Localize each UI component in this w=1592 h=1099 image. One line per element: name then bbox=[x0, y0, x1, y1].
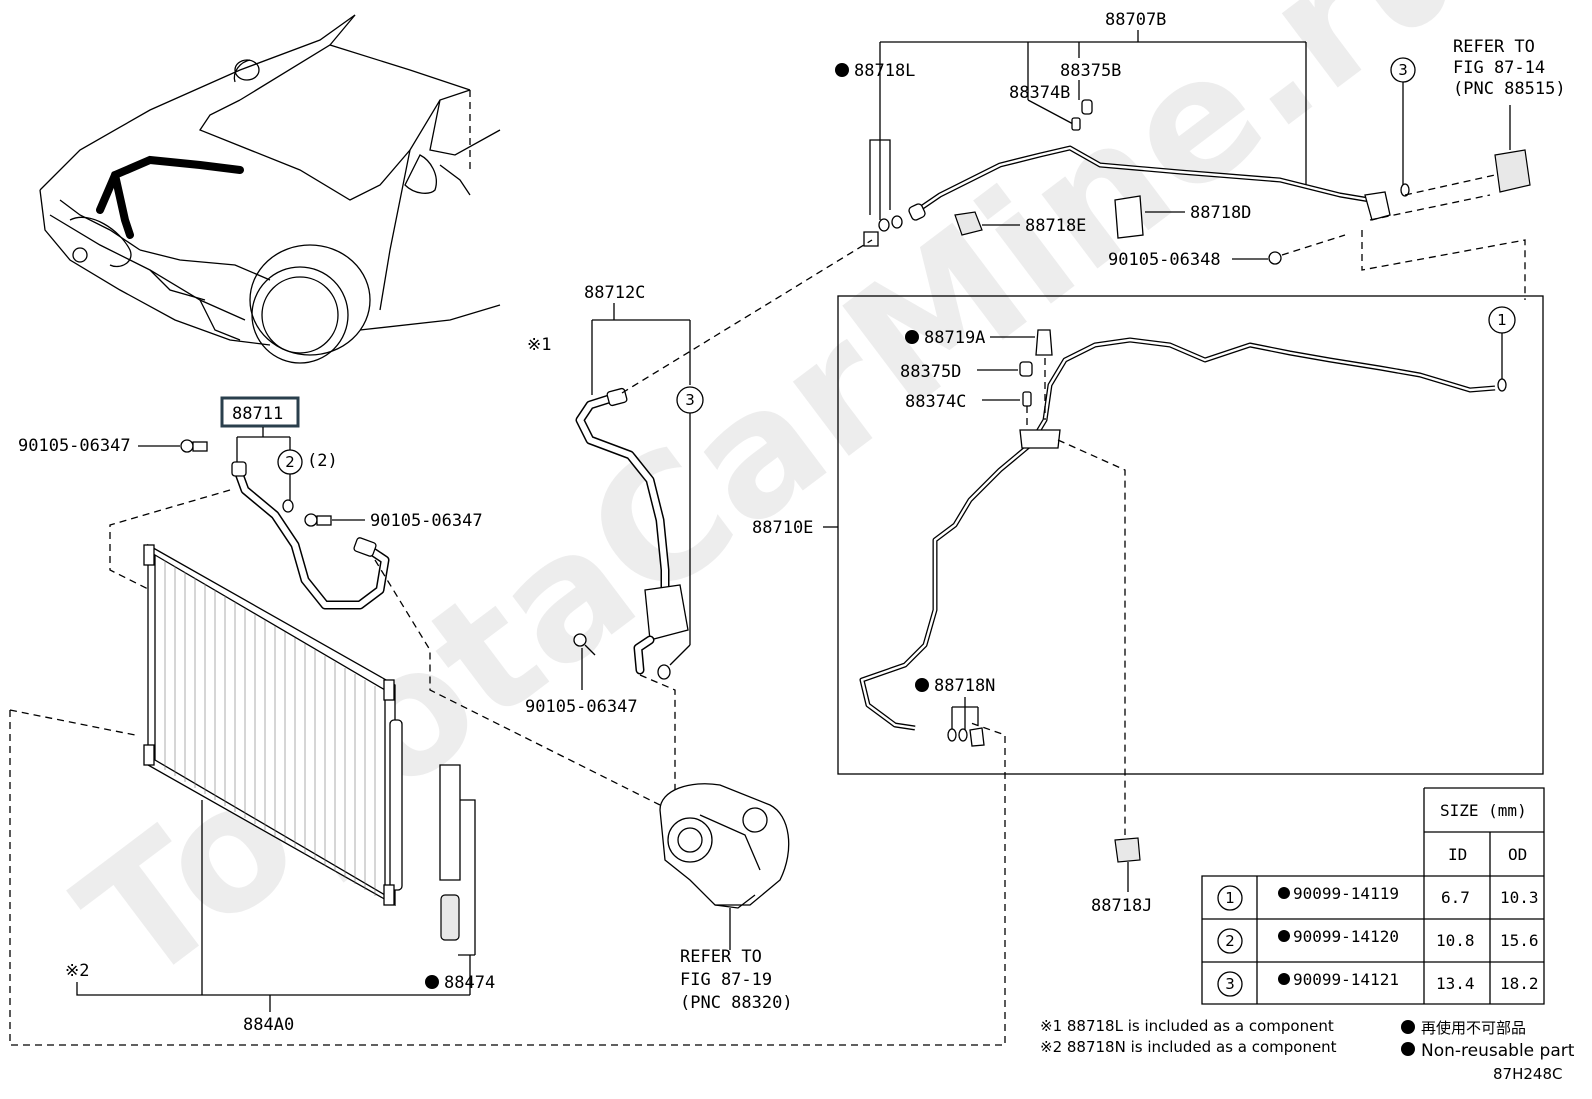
callout-88707B: 88707B bbox=[1105, 10, 1166, 30]
callout-90105-06347-right: 90105-06347 bbox=[370, 511, 483, 531]
note-mark-2: ※2 bbox=[65, 961, 89, 981]
condenser bbox=[143, 543, 403, 907]
table-row-od: 15.6 bbox=[1500, 931, 1539, 950]
size-table: SIZE (mm) ID OD 1 90099-14119 6.7 10.3 2… bbox=[1201, 787, 1545, 1005]
callout-88374C: 88374C bbox=[905, 392, 966, 412]
table-row-part: 90099-14121 bbox=[1293, 970, 1399, 989]
table-header-id: ID bbox=[1448, 845, 1467, 864]
callout-88718D: 88718D bbox=[1190, 203, 1251, 223]
table-row-ref: 1 bbox=[1225, 889, 1235, 907]
callout-88718E: 88718E bbox=[1025, 216, 1086, 236]
callout-88718N: 88718N bbox=[934, 676, 995, 696]
table-row-part: 90099-14120 bbox=[1293, 927, 1399, 946]
refer-bottom-line-1: REFER TO bbox=[680, 947, 762, 967]
table-row-ref: 2 bbox=[1225, 932, 1235, 950]
table-row-od: 18.2 bbox=[1500, 974, 1539, 993]
table-row-id: 6.7 bbox=[1441, 888, 1470, 907]
table-row: 2 90099-14120 10.8 15.6 bbox=[1217, 927, 1539, 954]
refer-bottom-line-3: (PNC 88320) bbox=[680, 993, 793, 1013]
box-88710E bbox=[837, 295, 1544, 775]
refer-top-line-3: (PNC 88515) bbox=[1453, 79, 1566, 99]
callout-90105-06347-mid: 90105-06347 bbox=[525, 697, 638, 717]
refer-bottom-line-2: FIG 87-19 bbox=[680, 970, 772, 990]
ref-3-top: 3 bbox=[1398, 61, 1408, 79]
note-mark-1: ※1 bbox=[527, 335, 551, 355]
callout-88375B: 88375B bbox=[1060, 61, 1121, 81]
callout-88711: 88711 bbox=[232, 404, 283, 424]
callout-884A0: 884A0 bbox=[243, 1015, 294, 1035]
callout-88474: 88474 bbox=[444, 973, 495, 993]
table-header-size: SIZE (mm) bbox=[1440, 801, 1527, 820]
table-row-ref: 3 bbox=[1225, 975, 1235, 993]
callout-88719A: 88719A bbox=[924, 328, 985, 348]
callout-88374B: 88374B bbox=[1009, 83, 1070, 103]
callout-88375D: 88375D bbox=[900, 362, 961, 382]
callout-88718J: 88718J bbox=[1091, 896, 1152, 916]
callout-88712C: 88712C bbox=[584, 283, 645, 303]
callout-88718L: 88718L bbox=[854, 61, 915, 81]
refer-to-fig-87-14[interactable]: REFER TO FIG 87-14 (PNC 88515) bbox=[1453, 37, 1566, 99]
callout-88710E: 88710E bbox=[752, 518, 813, 538]
ref-3-mid: 3 bbox=[685, 391, 695, 409]
refer-to-fig-87-19[interactable]: REFER TO FIG 87-19 (PNC 88320) bbox=[680, 947, 793, 1013]
table-row-id: 10.8 bbox=[1436, 931, 1475, 950]
refer-top-line-1: REFER TO bbox=[1453, 37, 1535, 57]
legend-jp: 再使用不可部品 bbox=[1421, 1019, 1526, 1037]
ref-1-box: 1 bbox=[1497, 311, 1507, 329]
table-header-od: OD bbox=[1508, 845, 1527, 864]
table-row: 3 90099-14121 13.4 18.2 bbox=[1217, 970, 1539, 997]
car-illustration bbox=[39, 14, 501, 364]
table-row-id: 13.4 bbox=[1436, 974, 1475, 993]
table-row-od: 10.3 bbox=[1500, 888, 1539, 907]
refer-top-line-2: FIG 87-14 bbox=[1453, 58, 1545, 78]
table-row-part: 90099-14119 bbox=[1293, 884, 1399, 903]
callout-90105-06348: 90105-06348 bbox=[1108, 250, 1221, 270]
note-1: ※1 88718L is included as a component bbox=[1040, 1017, 1334, 1035]
callout-90105-06347-left: 90105-06347 bbox=[18, 436, 131, 456]
note-2: ※2 88718N is included as a component bbox=[1040, 1038, 1337, 1056]
legend-en: Non-reusable part bbox=[1421, 1041, 1575, 1061]
table-row: 1 90099-14119 6.7 10.3 bbox=[1217, 884, 1539, 911]
callout-88711-highlight[interactable] bbox=[220, 396, 300, 428]
ref-2: 2 bbox=[285, 453, 295, 471]
figure-code: 87H248C bbox=[1493, 1065, 1562, 1083]
callout-paren-2: (2) bbox=[307, 451, 338, 471]
compressor bbox=[659, 783, 790, 909]
